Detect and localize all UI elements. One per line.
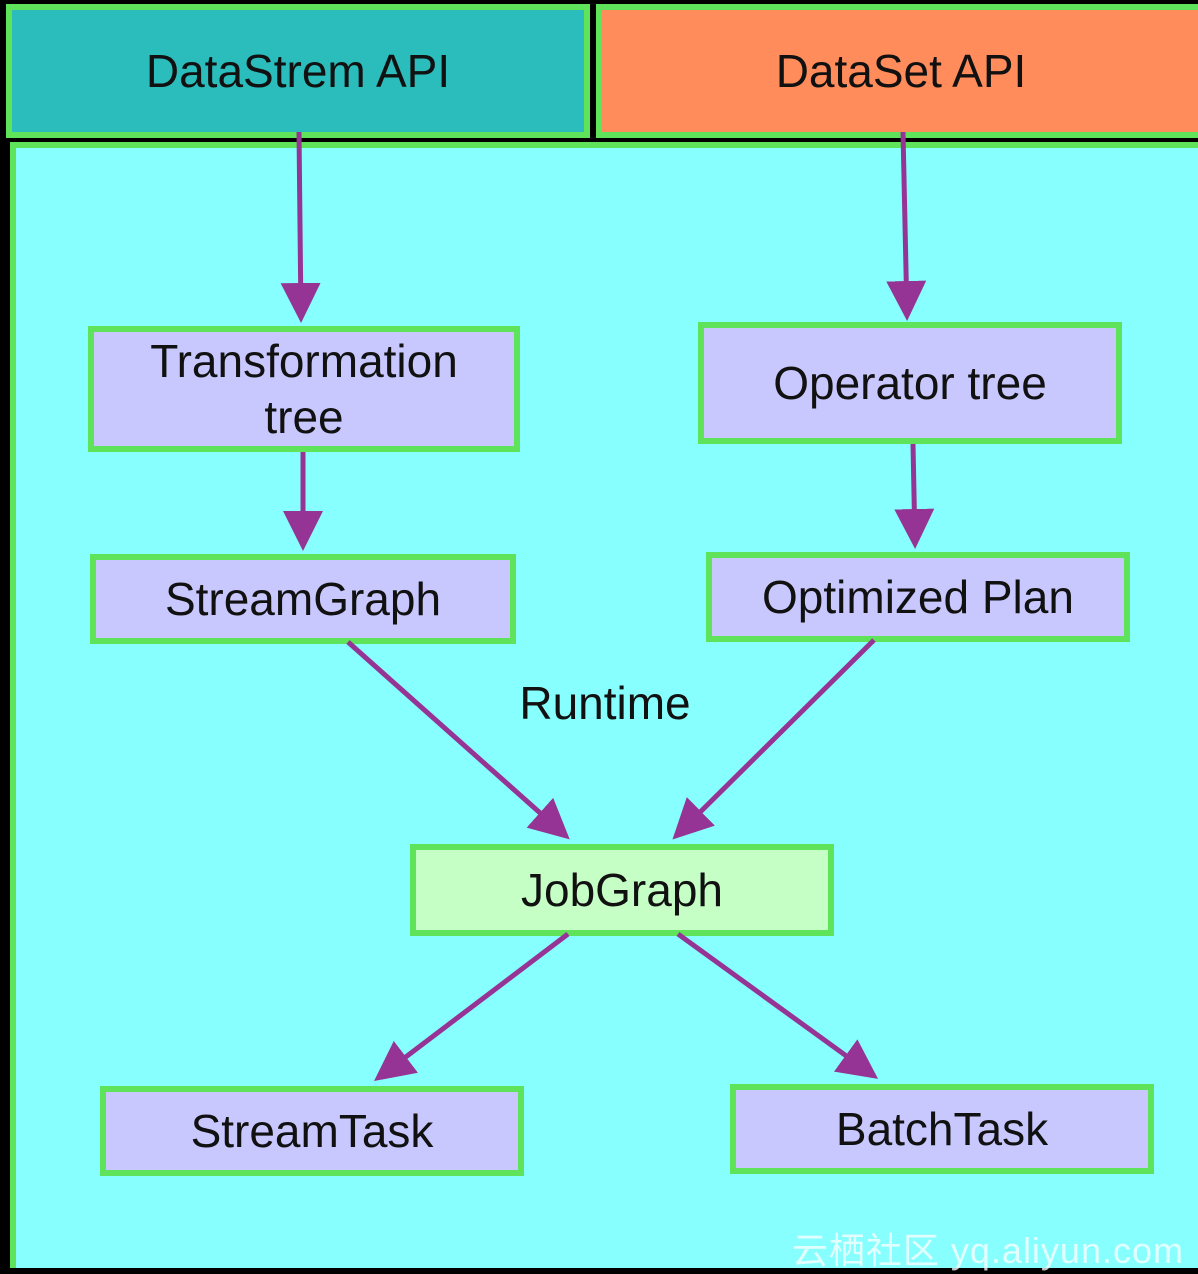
streamgraph-label: StreamGraph xyxy=(164,572,442,625)
jobgraph-node: JobGraph xyxy=(410,844,834,936)
streamtask-label: StreamTask xyxy=(190,1104,434,1157)
batchtask-label: BatchTask xyxy=(835,1102,1049,1155)
runtime-label: Runtime xyxy=(519,677,691,729)
streamgraph-node: StreamGraph xyxy=(90,554,516,644)
jobgraph-label: JobGraph xyxy=(520,863,723,916)
batchtask-node: BatchTask xyxy=(730,1084,1154,1174)
operator-tree-node: Operator tree xyxy=(698,322,1122,444)
datastream-api-label: DataStrem API xyxy=(145,44,451,97)
dataset-api-label: DataSet API xyxy=(775,44,1027,97)
optimized-plan-node: Optimized Plan xyxy=(706,552,1130,642)
optimized-plan-label: Optimized Plan xyxy=(762,570,1074,623)
datastream-api-box: DataStrem API xyxy=(6,4,590,138)
dataset-api-box: DataSet API xyxy=(596,4,1198,138)
transformation-tree-node: Transformation tree xyxy=(88,326,520,452)
transformation-tree-label-line1: Transformation xyxy=(150,334,458,387)
watermark: 云栖社区 yq.aliyun.com xyxy=(791,1230,1184,1271)
operator-tree-label: Operator tree xyxy=(773,356,1047,409)
streamtask-node: StreamTask xyxy=(100,1086,524,1176)
transformation-tree-label-line2: tree xyxy=(264,391,344,443)
